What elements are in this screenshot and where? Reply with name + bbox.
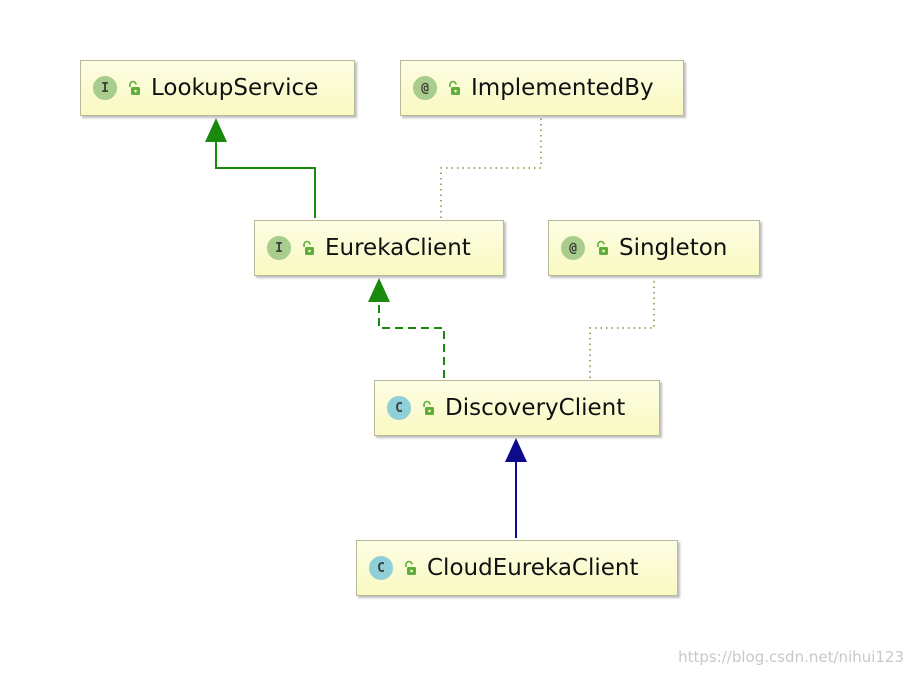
node-singleton[interactable]: @ Singleton [548, 220, 760, 276]
node-label: LookupService [151, 75, 319, 101]
open-lock-icon [403, 560, 417, 576]
node-label: ImplementedBy [471, 75, 654, 101]
node-lookupservice[interactable]: I LookupService [80, 60, 355, 116]
open-lock-icon [447, 80, 461, 96]
arrowhead-eurekaclient [368, 278, 390, 302]
open-lock-icon [301, 240, 315, 256]
node-label: DiscoveryClient [445, 395, 626, 421]
interface-badge-icon: I [93, 76, 117, 100]
edge-eurekaclient-extends-lookupservice [215, 142, 316, 218]
node-implementedby[interactable]: @ ImplementedBy [400, 60, 684, 116]
edge-eurekaclient-annotated-implementedby [440, 118, 542, 218]
arrowhead-lookupservice [205, 118, 227, 142]
open-lock-icon [421, 400, 435, 416]
watermark: https://blog.csdn.net/nihui123 [678, 648, 904, 666]
node-discoveryclient[interactable]: C DiscoveryClient [374, 380, 660, 436]
node-label: CloudEurekaClient [427, 555, 639, 581]
annotation-badge-icon: @ [561, 236, 585, 260]
open-lock-icon [595, 240, 609, 256]
node-label: Singleton [619, 235, 728, 261]
open-lock-icon [127, 80, 141, 96]
class-badge-icon: C [369, 556, 393, 580]
annotation-badge-icon: @ [413, 76, 437, 100]
edge-discoveryclient-annotated-singleton [589, 278, 655, 378]
edge-discoveryclient-implements-eurekaclient [378, 302, 445, 378]
interface-badge-icon: I [267, 236, 291, 260]
arrowhead-discoveryclient [505, 438, 527, 462]
node-label: EurekaClient [325, 235, 471, 261]
class-badge-icon: C [387, 396, 411, 420]
node-cloudeurekaclient[interactable]: C CloudEurekaClient [356, 540, 678, 596]
node-eurekaclient[interactable]: I EurekaClient [254, 220, 504, 276]
